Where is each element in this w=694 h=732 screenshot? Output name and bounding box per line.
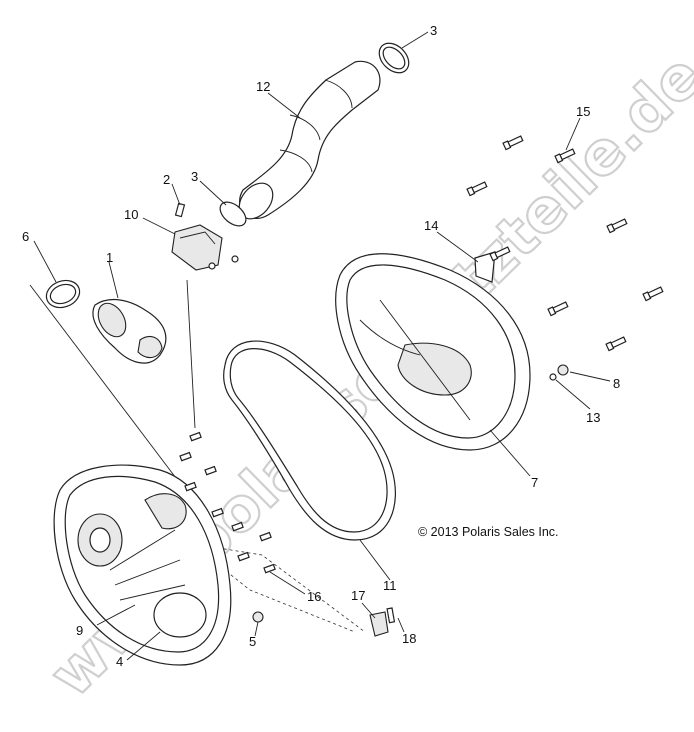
- washer-13: [549, 373, 557, 381]
- drive-belt: [223, 340, 396, 541]
- copyright-notice: © 2013 Polaris Sales Inc.: [418, 525, 559, 539]
- outer-clutch-cover: [53, 464, 232, 666]
- callout-3-lower: 3: [191, 169, 198, 184]
- hose-clamp-lower: [219, 201, 247, 227]
- leader-lines: [33, 31, 611, 661]
- inlet-duct: [92, 298, 167, 364]
- callout-11: 11: [383, 578, 397, 593]
- callout-2: 2: [163, 172, 170, 187]
- callout-18: 18: [402, 631, 416, 646]
- callout-12: 12: [256, 79, 270, 94]
- bolt-18: [386, 607, 396, 624]
- callout-3-upper: 3: [430, 23, 437, 38]
- clamp-6: [45, 279, 81, 309]
- callout-10: 10: [124, 207, 138, 222]
- callout-8: 8: [613, 376, 620, 391]
- label-14: [474, 251, 496, 283]
- callout-13: 13: [586, 410, 600, 425]
- nut-8: [557, 364, 569, 376]
- callout-9: 9: [76, 623, 83, 638]
- intake-adapter: [171, 224, 239, 271]
- inner-clutch-cover: [335, 253, 531, 451]
- callout-16: 16: [307, 589, 321, 604]
- bolts-15: [466, 135, 664, 352]
- callout-4: 4: [116, 654, 123, 669]
- callout-6: 6: [22, 229, 29, 244]
- hose-clamp-upper: [378, 42, 410, 74]
- intake-duct: [238, 60, 381, 220]
- callout-labels: 1 2 3 3 4 5 6 7 8 9 10 11 12 13 14 15 16…: [22, 23, 620, 669]
- callout-7: 7: [531, 475, 538, 490]
- nut-5: [252, 611, 264, 623]
- screw-2: [174, 202, 186, 218]
- callout-17: 17: [351, 588, 365, 603]
- callout-15: 15: [576, 104, 590, 119]
- bolts-16: [179, 431, 276, 574]
- callout-14: 14: [424, 218, 438, 233]
- callout-5: 5: [249, 634, 256, 649]
- callout-1: 1: [106, 250, 113, 265]
